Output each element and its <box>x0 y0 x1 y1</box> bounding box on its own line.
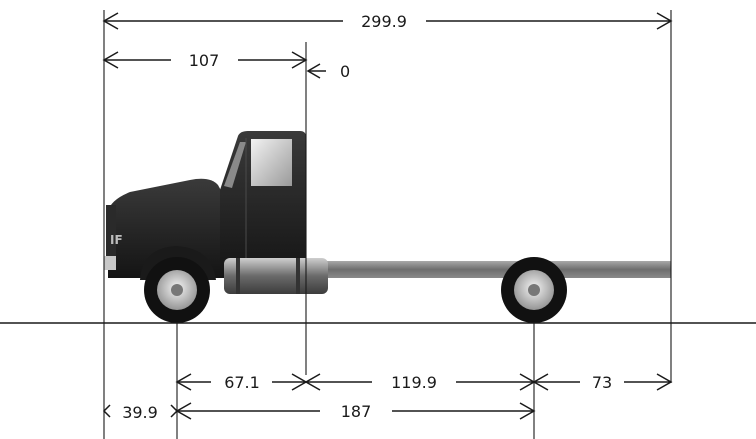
fuel-tank-strap <box>236 258 240 294</box>
bumper-to-back-of-cab-label: 107 <box>189 51 220 70</box>
front-bumper <box>104 256 116 270</box>
overall-length-label: 299.9 <box>361 12 407 31</box>
wheelbase-label: 187 <box>341 402 372 421</box>
front-overhang-label: 39.9 <box>122 403 158 422</box>
rear-wheel <box>501 257 567 323</box>
front-axle-to-back-of-cab-label: 67.1 <box>224 373 260 392</box>
windshield <box>224 142 246 188</box>
back-of-cab-to-rear-axle-label: 119.9 <box>391 373 437 392</box>
dim-row-lower: 67.1 119.9 73 <box>175 373 673 392</box>
dim-bumper-to-back-of-cab: 107 <box>102 51 308 70</box>
dim-back-of-cab-reference: 0 <box>306 62 350 81</box>
hood-badge: IF <box>110 233 123 247</box>
truck-chassis-cab-icon: IF <box>104 131 671 323</box>
front-wheel <box>144 257 210 323</box>
fuel-tank <box>224 258 328 294</box>
dim-row-bottom: 39.9 187 <box>102 402 536 422</box>
fuel-tank-strap-2 <box>296 258 300 294</box>
back-of-cab-reference-label: 0 <box>340 62 350 81</box>
grille <box>106 205 116 261</box>
frame-rail <box>305 261 671 278</box>
rear-overhang-label: 73 <box>592 373 612 392</box>
extension-lines <box>103 10 672 439</box>
side-window <box>251 139 292 186</box>
dim-overall-length: 299.9 <box>102 12 673 31</box>
